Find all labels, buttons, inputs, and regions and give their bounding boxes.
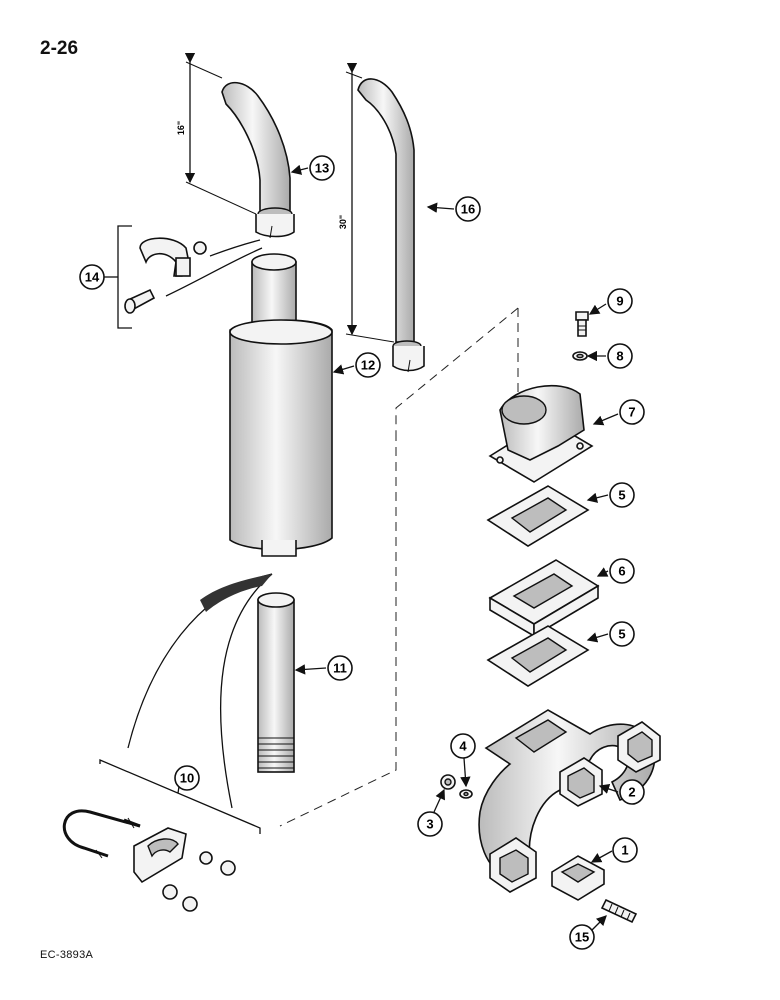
nut-and-washer — [440, 774, 473, 799]
callout-4-label: 4 — [459, 739, 467, 754]
callout-14-label: 14 — [85, 270, 100, 285]
callout-13: 13 — [290, 155, 335, 181]
callout-1: 1 — [590, 837, 638, 863]
callout-11: 11 — [294, 655, 353, 681]
callout-5-lower: 5 — [586, 621, 635, 647]
short-exhaust-stack — [221, 81, 295, 239]
stud — [600, 898, 638, 924]
callout-6-label: 6 — [618, 564, 625, 579]
callout-5-upper: 5 — [586, 482, 635, 508]
callout-9-label: 9 — [616, 294, 623, 309]
assembly-guide-lines — [279, 307, 519, 827]
callout-10-label: 10 — [180, 771, 194, 786]
callout-14: 14 — [79, 264, 105, 290]
short-stack-length-label: 16" — [176, 121, 186, 135]
callout-6: 6 — [596, 558, 635, 584]
callout-15-label: 15 — [575, 930, 589, 945]
long-stack-length-label: 30" — [338, 215, 348, 229]
gasket-upper — [486, 485, 590, 547]
callout-3: 3 — [417, 788, 445, 837]
callout-2: 2 — [598, 779, 645, 805]
callout-9: 9 — [588, 288, 633, 315]
bolt — [575, 311, 589, 337]
callout-16-label: 16 — [461, 202, 475, 217]
inlet-pipe — [127, 573, 295, 809]
callout-5-upper-label: 5 — [618, 488, 625, 503]
gasket-lower — [486, 625, 590, 687]
callout-13-label: 13 — [315, 161, 329, 176]
cover-plate — [551, 855, 605, 901]
callout-12: 12 — [332, 352, 381, 378]
callout-7: 7 — [592, 399, 645, 426]
callout-10: 10 — [174, 765, 200, 791]
muffler — [229, 253, 333, 557]
short-stack-dimension: 16" — [176, 52, 257, 215]
long-exhaust-stack — [357, 78, 425, 373]
callout-8: 8 — [586, 343, 633, 369]
lock-washer — [572, 351, 588, 361]
long-stack-dimension: 30" — [338, 62, 395, 343]
u-bolt-group — [63, 759, 261, 912]
callout-16: 16 — [426, 196, 481, 222]
callout-8-label: 8 — [616, 349, 623, 364]
exhaust-manifold — [478, 709, 661, 893]
callout-5-lower-label: 5 — [618, 627, 625, 642]
callout-2-label: 2 — [628, 785, 635, 800]
figure-code: EC-3893A — [40, 949, 94, 961]
callout-4: 4 — [450, 733, 476, 788]
spacer-plate — [488, 559, 600, 638]
callout-12-label: 12 — [361, 358, 375, 373]
callout-3-label: 3 — [426, 817, 433, 832]
callout-1-label: 1 — [621, 843, 628, 858]
clamp-group-bracket — [102, 225, 263, 329]
callout-11-label: 11 — [333, 661, 347, 676]
callout-15: 15 — [569, 915, 607, 950]
page-number: 2-26 — [40, 38, 79, 59]
callout-7-label: 7 — [628, 405, 635, 420]
exhaust-elbow — [488, 384, 594, 483]
